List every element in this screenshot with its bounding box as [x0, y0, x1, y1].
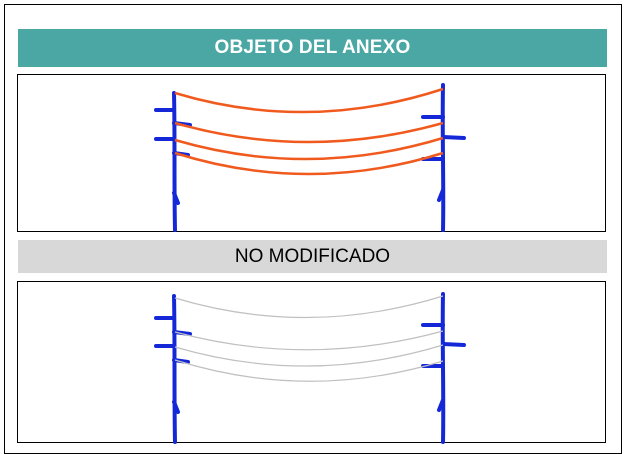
- status-text: NO MODIFICADO: [234, 245, 391, 267]
- page-edge: [625, 0, 635, 446]
- annex-drawing-panel: [17, 74, 606, 232]
- power-line-icon: [154, 83, 466, 232]
- wires: [174, 87, 444, 176]
- left-pole: [154, 294, 192, 444]
- left-pole: [154, 91, 192, 232]
- right-pole: [421, 292, 466, 444]
- wires: [174, 295, 444, 382]
- section-title-text: OBJETO DEL ANEXO: [214, 37, 411, 58]
- section-title: OBJETO DEL ANEXO: [18, 29, 607, 67]
- unmodified-drawing-panel: [17, 281, 606, 444]
- power-line-icon: [154, 292, 466, 444]
- status-bar: NO MODIFICADO: [18, 240, 607, 273]
